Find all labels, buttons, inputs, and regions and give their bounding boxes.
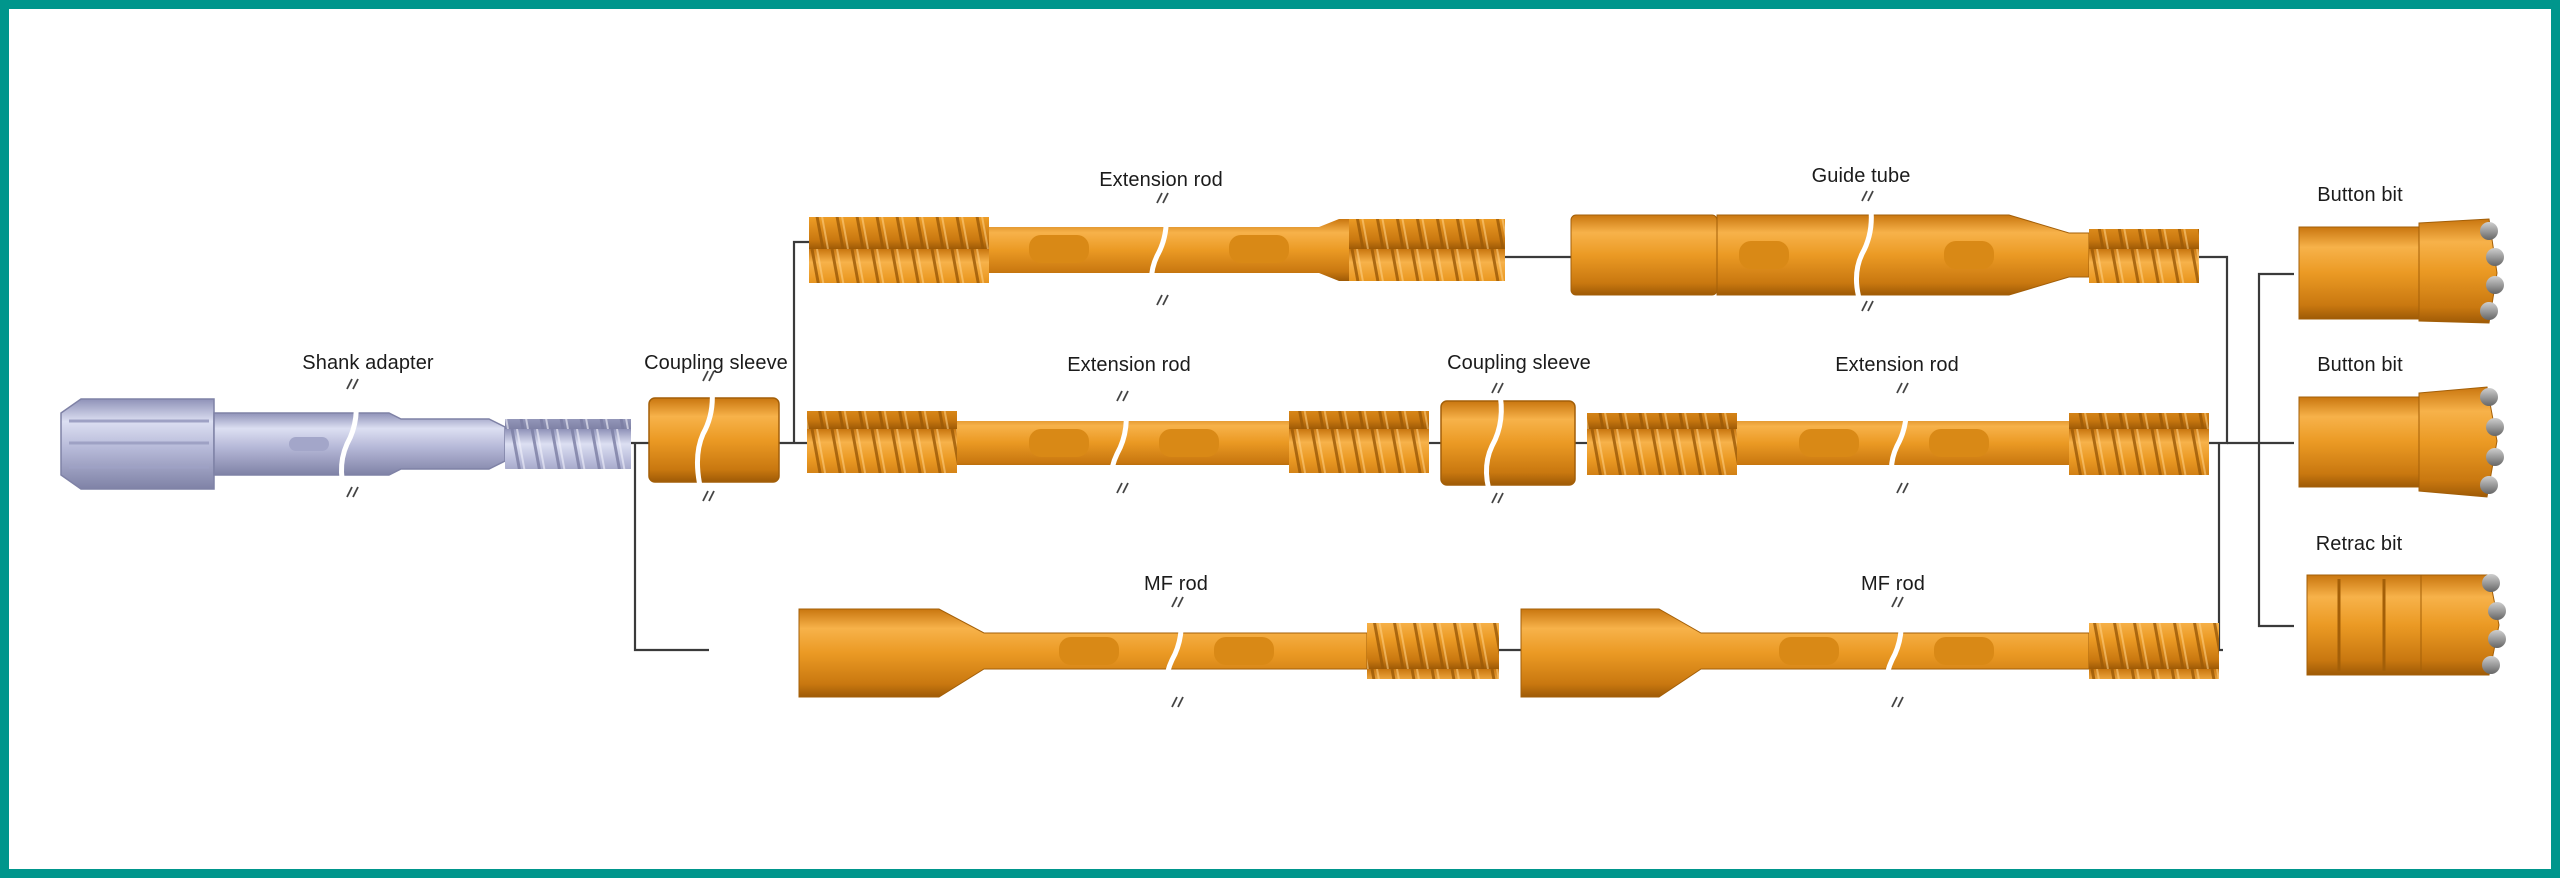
label-extension-rod-top: Extension rod bbox=[1099, 169, 1223, 191]
drill-string-diagram bbox=[60, 190, 2506, 711]
coupling-sleeve-1 bbox=[648, 397, 780, 483]
label-button-bit-2: Button bit bbox=[2317, 354, 2403, 376]
retrac-bit bbox=[2306, 574, 2506, 676]
extension-rod-top bbox=[809, 217, 1505, 283]
label-coupling-sleeve-2: Coupling sleeve bbox=[1447, 352, 1591, 374]
label-mf-rod-2: MF rod bbox=[1861, 573, 1925, 595]
label-extension-rod-mid-2: Extension rod bbox=[1835, 354, 1959, 376]
mf-rod-1 bbox=[798, 608, 1499, 698]
label-guide-tube: Guide tube bbox=[1811, 165, 1911, 187]
break-marks bbox=[339, 196, 1909, 711]
label-mf-rod-1: MF rod bbox=[1144, 573, 1208, 595]
break-slashes bbox=[346, 190, 1909, 708]
shank-adapter bbox=[60, 398, 631, 490]
label-extension-rod-mid-1: Extension rod bbox=[1067, 354, 1191, 376]
button-bit-1 bbox=[2298, 218, 2504, 324]
extension-rod-mid-1 bbox=[807, 411, 1429, 473]
label-shank-adapter: Shank adapter bbox=[302, 352, 434, 374]
label-retrac-bit: Retrac bit bbox=[2315, 533, 2403, 555]
mf-rod-2 bbox=[1520, 608, 2219, 698]
button-bit-2 bbox=[2298, 386, 2504, 498]
coupling-sleeve-2 bbox=[1440, 400, 1576, 486]
label-coupling-sleeve-1: Coupling sleeve bbox=[644, 352, 788, 374]
extension-rod-mid-2 bbox=[1587, 413, 2209, 475]
label-button-bit-1: Button bit bbox=[2317, 184, 2403, 206]
guide-tube bbox=[1570, 214, 2199, 296]
